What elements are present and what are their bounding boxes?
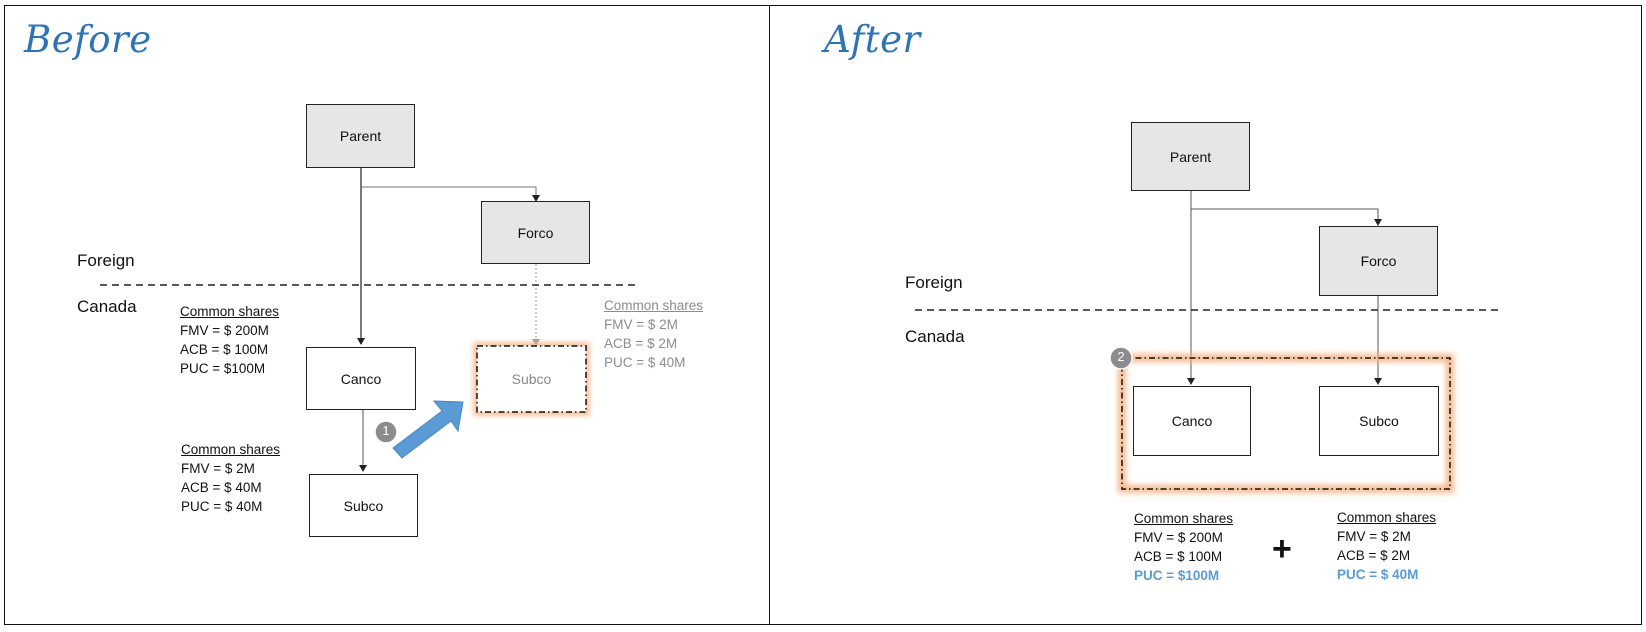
after-subco-acb: ACB = $ 2M [1337,548,1411,563]
before-step-badge [374,420,398,444]
after-step-badge-label: 2 [1117,349,1125,364]
before-subco-box: Subco [309,474,418,537]
before-blue-arrow [392,400,464,459]
before-canada-label: Canada [77,297,137,316]
before-canco-puc: PUC = $100M [180,361,266,376]
after-canco-acb: ACB = $ 100M [1134,549,1223,564]
after-canco-shares-note: Common shares FMV = $ 200M ACB = $ 100M … [1134,509,1233,585]
after-subco-shares-header: Common shares [1337,510,1437,525]
after-canco-puc: PUC = $100M [1134,568,1220,583]
after-canada-label: Canada [905,327,965,346]
before-subco-faded-fmv: FMV = $ 2M [604,317,678,332]
after-parent-box: Parent [1131,122,1250,191]
before-title: Before [24,18,152,61]
before-subco-outline [476,345,587,413]
plus-sign: + [1272,530,1292,568]
before-foreign-label: Foreign [77,251,135,270]
before-subco-faded-shares-note: Common shares FMV = $ 2M ACB = $ 2M PUC … [604,296,703,372]
before-parent-box: Parent [306,104,415,168]
after-panel [769,5,1642,625]
before-canco-shares-note: Common shares FMV = $ 200M ACB = $ 100M … [180,302,279,378]
before-parent-forco-line [361,186,540,202]
before-subco-shares-note: Common shares FMV = $ 2M ACB = $ 40M PUC… [181,440,280,516]
before-canco-acb: ACB = $ 100M [180,342,269,357]
after-canco-box: Canco [1133,386,1251,456]
after-step-badge [1109,346,1133,370]
before-canco-fmv: FMV = $ 200M [180,323,269,338]
before-subco-faded-shares-header: Common shares [604,298,704,313]
after-foreign-label: Foreign [905,273,963,292]
before-subco-acb: ACB = $ 40M [181,480,262,495]
after-title: After [824,18,921,61]
before-subco-fmv: FMV = $ 2M [181,461,255,476]
before-subco-faded-box: Subco [511,371,552,387]
after-subco-box: Subco [1319,386,1439,456]
after-forco-box: Forco [1319,226,1438,296]
after-subco-shares-note: Common shares FMV = $ 2M ACB = $ 2M PUC … [1337,508,1436,584]
before-step-badge-label: 1 [382,423,390,438]
before-canco-box: Canco [306,347,416,410]
before-canco-shares-header: Common shares [180,304,280,319]
before-subco-faded-puc: PUC = $ 40M [604,355,686,370]
before-subco-shares-header: Common shares [181,442,281,457]
before-subco-faded-acb: ACB = $ 2M [604,336,678,351]
after-subco-fmv: FMV = $ 2M [1337,529,1411,544]
after-subco-puc: PUC = $ 40M [1337,567,1419,582]
before-forco-box: Forco [481,201,590,264]
after-group-outline [1121,357,1451,490]
after-parent-forco-line [1191,208,1382,226]
before-subco-puc: PUC = $ 40M [181,499,263,514]
after-canco-shares-header: Common shares [1134,511,1234,526]
after-canco-fmv: FMV = $ 200M [1134,530,1223,545]
